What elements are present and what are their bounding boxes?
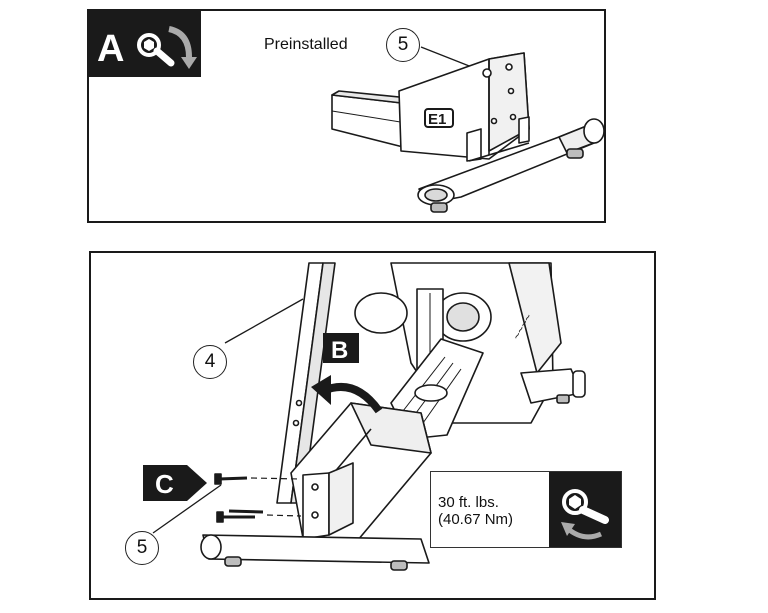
bracket-logo: E1 [428, 111, 446, 128]
rotate-arrow-icon [311, 375, 383, 414]
assembly-drawing-a: E1 [331, 46, 605, 213]
part-5-callout: 5 [386, 28, 420, 62]
step-a-letter: A [97, 28, 124, 70]
part-4-callout: 4 [193, 345, 227, 379]
wrench-icon [562, 489, 609, 524]
right-arrow-icon [187, 465, 207, 501]
wrench-icon [137, 33, 175, 67]
rotate-arrow-icon [168, 26, 197, 69]
torque-spec-text: 30 ft. lbs. (40.67 Nm) [438, 494, 513, 528]
panel-bc: ~~~~ [89, 251, 656, 600]
part-4-number: 4 [204, 351, 216, 372]
panel-a: A Preinstalled 5 [87, 9, 606, 223]
step-b-letter: B [331, 337, 348, 363]
part-5-number-lower: 5 [136, 537, 148, 558]
torque-wrench-graphic [561, 489, 609, 540]
torque-value-ftlbs: 30 ft. lbs. [438, 494, 499, 511]
assembly-drawing-bc: ~~~~ [152, 262, 586, 571]
bolt-lower [216, 509, 264, 523]
rotate-arrow-icon [561, 522, 603, 540]
step-a-badge: A [89, 11, 201, 77]
preinstalled-label: Preinstalled [264, 36, 348, 53]
step-a-graphic: A [97, 26, 197, 70]
step-c-letter: C [155, 469, 174, 499]
part-5-callout-lower: 5 [125, 531, 159, 565]
torque-value-nm: (40.67 Nm) [438, 511, 514, 528]
part-5-number: 5 [397, 34, 409, 55]
step-c-badge: C [143, 465, 207, 501]
bolt-upper [214, 473, 248, 485]
torque-spec-box: 30 ft. lbs. (40.67 Nm) [430, 471, 622, 548]
step-b-badge: B [323, 333, 359, 363]
step-b-graphic: B [331, 337, 348, 363]
torque-wrench-panel [549, 472, 621, 547]
